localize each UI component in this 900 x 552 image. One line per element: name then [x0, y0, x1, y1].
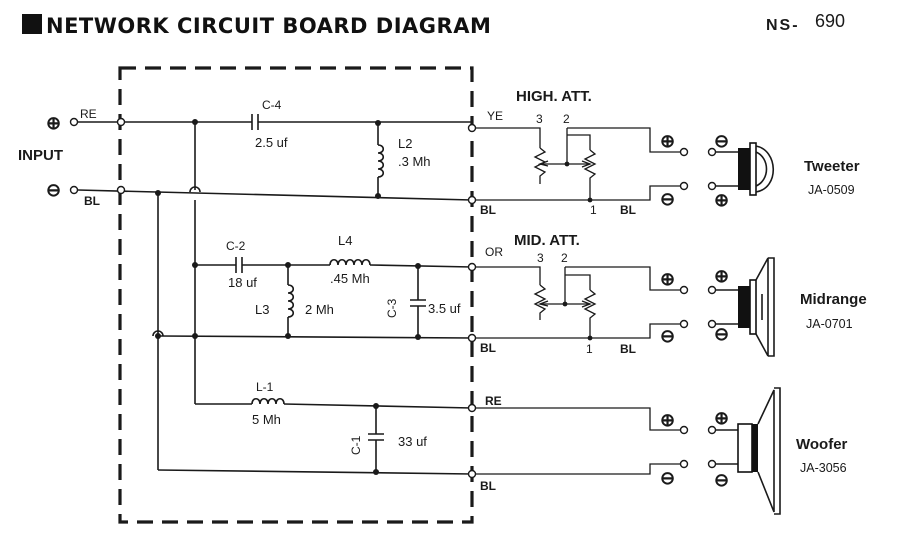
model-number: 690 — [815, 11, 845, 31]
speaker-terminals — [707, 147, 717, 469]
title-block-icon — [22, 14, 42, 34]
tw-out-plus: ⊕ — [660, 131, 675, 151]
mid-spk-minus: ⊖ — [714, 324, 729, 344]
woof-out-minus: ⊖ — [660, 468, 675, 488]
tw-spk-plus: ⊕ — [714, 190, 729, 210]
mid-att-pin2: 2 — [561, 251, 568, 265]
mid-out-wire: BL — [620, 342, 636, 356]
c3-value: 3.5 uf — [428, 301, 461, 316]
l2-value: .3 Mh — [398, 154, 431, 169]
tw-spk-minus: ⊖ — [714, 131, 729, 151]
input-label: INPUT — [18, 147, 63, 164]
woof-spk-plus: ⊕ — [714, 408, 729, 428]
woofer-feed — [476, 407, 680, 475]
model-prefix: NS- — [766, 17, 800, 34]
high-att-pin3: 3 — [536, 112, 543, 126]
mid-att-label: MID. ATT. — [514, 232, 580, 249]
woofer-part: JA-3056 — [800, 461, 847, 475]
c2-name: C-2 — [226, 239, 246, 253]
midrange-name: Midrange — [800, 291, 867, 308]
tweeter-return-wire: BL — [480, 203, 496, 217]
woof-spk-minus: ⊖ — [714, 470, 729, 490]
c4-name: C-4 — [262, 98, 282, 112]
mid-spk-plus: ⊕ — [714, 266, 729, 286]
mid-hot-wire: OR — [485, 245, 503, 259]
c1-name: C-1 — [349, 435, 363, 455]
high-att-label: HIGH. ATT. — [516, 88, 592, 105]
junction-dots — [155, 119, 421, 475]
board-terminals — [116, 117, 477, 479]
high-attenuator: HIGH. ATT. 3 2 1 BL — [476, 88, 680, 217]
high-att-pin1: 1 — [590, 203, 597, 217]
c1-value: 33 uf — [398, 434, 427, 449]
input-minus-wire-label: BL — [84, 194, 100, 208]
l1-value: 5 Mh — [252, 412, 281, 427]
mid-att-pin1: 1 — [586, 342, 593, 356]
l4-value: .45 Mh — [330, 271, 370, 286]
input-plus-terminal — [69, 117, 79, 127]
woofer-icon — [716, 387, 781, 515]
midrange-part: JA-0701 — [806, 317, 853, 331]
l2-name: L2 — [398, 136, 412, 151]
tweeter-part: JA-0509 — [808, 183, 855, 197]
l3-name: L3 — [255, 302, 269, 317]
c4-value: 2.5 uf — [255, 135, 288, 150]
mid-attenuator: MID. ATT. 3 2 1 BL — [476, 232, 680, 356]
woofer-hot-wire: RE — [485, 394, 502, 408]
c3-name: C-3 — [385, 298, 399, 318]
l1-name: L-1 — [256, 380, 274, 394]
woof-out-plus: ⊕ — [660, 410, 675, 430]
input-plus-symbol: ⊕ — [46, 113, 61, 133]
c2-value: 18 uf — [228, 275, 257, 290]
tweeter-name: Tweeter — [804, 158, 860, 175]
output-terminals — [679, 147, 689, 469]
main-wiring — [77, 114, 473, 475]
high-att-pin2: 2 — [563, 112, 570, 126]
midrange-icon — [716, 257, 775, 357]
mid-out-plus: ⊕ — [660, 269, 675, 289]
mid-att-pin3: 3 — [537, 251, 544, 265]
mid-out-minus: ⊖ — [660, 326, 675, 346]
l3-value: 2 Mh — [305, 302, 334, 317]
woofer-name: Woofer — [796, 436, 848, 453]
input-minus-terminal — [69, 185, 79, 195]
tweeter-out-wire: BL — [620, 203, 636, 217]
tw-out-minus: ⊖ — [660, 189, 675, 209]
input-minus-symbol: ⊖ — [46, 180, 61, 200]
tweeter-hot-wire: YE — [487, 109, 503, 123]
page-title: NETWORK CIRCUIT BOARD DIAGRAM — [46, 14, 491, 38]
mid-return-wire: BL — [480, 341, 496, 355]
input-plus-wire-label: RE — [80, 107, 97, 121]
l4-name: L4 — [338, 233, 352, 248]
board-outline — [118, 66, 474, 524]
tweeter-icon — [716, 142, 775, 196]
woofer-return-wire: BL — [480, 479, 496, 493]
